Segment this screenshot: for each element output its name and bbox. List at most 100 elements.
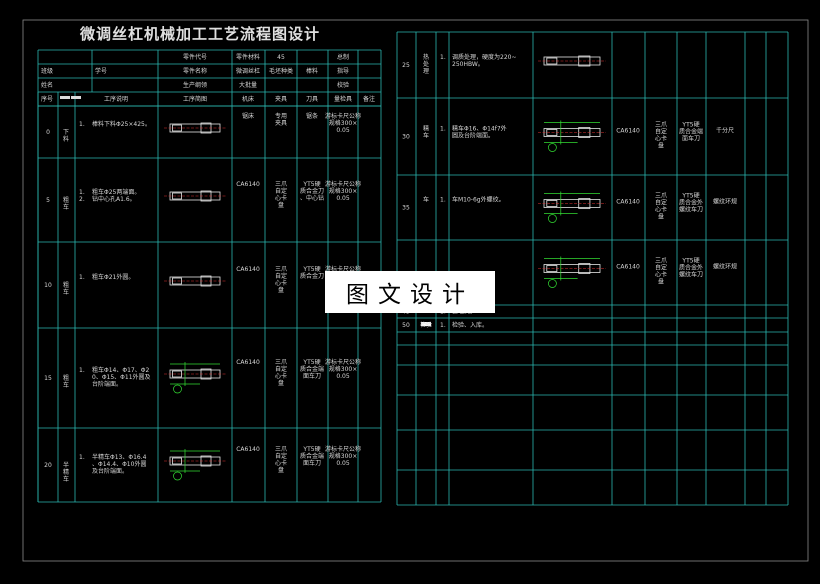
row-tool: 锯条: [306, 112, 318, 120]
row-step-no: 1.: [79, 367, 85, 374]
header-mark: [60, 96, 70, 99]
col-sketch-header: 工序简图: [183, 95, 207, 103]
row-step-no: 1.: [440, 197, 446, 204]
row-description: 粗车Φ21外圆。: [92, 273, 134, 281]
row-seq-no: 10: [44, 282, 52, 289]
row-seq-no: 0: [46, 129, 50, 136]
header-class-label: 班级: [41, 67, 53, 75]
process-sketch-left-4: [164, 449, 226, 481]
row-op-name: 粗车: [63, 281, 69, 296]
row-description: 粗车Φ25两端面。钻中心孔A1.6。: [92, 188, 140, 203]
process-sketch-left-2: [164, 275, 226, 287]
header-student-label: 学号: [95, 67, 107, 75]
table-grid: [37, 31, 789, 506]
row-fixture: 三爪自定心卡盘: [655, 122, 667, 150]
row-gauge: 游标卡尺公称规格300×0.05: [325, 180, 361, 202]
header-blank-type-label: 毛坯种类: [269, 67, 293, 75]
row-step-no: 1.2.: [79, 189, 85, 203]
row-gauge: 螺纹环规: [713, 198, 737, 206]
row-tool: YT5硬质合金端面车刀: [679, 122, 703, 143]
col-tool-header: 刀具: [306, 96, 318, 103]
header-part-code-label: 零件代号: [183, 53, 207, 61]
row-step-no: 1.: [440, 126, 446, 133]
row-op-name: 车: [423, 196, 429, 204]
header-volume-value: 大批量: [239, 81, 257, 89]
row-fixture: 三爪自定心卡盘: [275, 446, 287, 474]
row-op-name: 半精车: [63, 461, 69, 483]
row-gauge: 游标卡尺公称规格300×0.05: [325, 112, 361, 134]
row-op-name: 粗车: [63, 196, 69, 211]
row-gauge: 螺纹环规: [713, 263, 737, 271]
process-sketch-left-3: [164, 362, 226, 394]
header-material-value: 45: [277, 54, 285, 61]
row-gauge: 游标卡尺公称规格300×0.05: [325, 358, 361, 380]
row-machine: CA6140: [616, 199, 640, 206]
header-material-label: 零件材料: [236, 53, 260, 61]
row-machine: CA6140: [236, 181, 260, 188]
process-sketch-right-1: [538, 120, 606, 152]
row-fixture: 三爪自定心卡盘: [655, 193, 667, 221]
row-description: 检验、入库。: [452, 321, 488, 329]
header-volume-label: 生产纲领: [183, 81, 207, 89]
col-desc-header: 工序说明: [104, 95, 128, 103]
row-seq-no: 20: [44, 462, 52, 469]
row-op-name: 下料: [63, 129, 69, 143]
header-drawn-label: 总制: [337, 53, 349, 61]
row-description: 调质处理，硬度为220~250HBW。: [452, 53, 516, 68]
row-description: 半精车Φ13、Φ16.4、Φ14.4、Φ10外圆及台阶端面。: [92, 453, 147, 475]
col-seq-header: 序号: [41, 95, 53, 103]
row-tool: YT5硬质合金端面车刀: [300, 446, 324, 467]
col-machine-header: 机床: [242, 95, 254, 103]
process-sketch-right-0: [538, 55, 606, 67]
process-sketch-left-0: [164, 122, 226, 134]
row-seq-no: 35: [402, 205, 410, 212]
header-check-label: 校验: [337, 81, 349, 89]
row-tool: YT5硬质合金外螺纹车刀: [679, 193, 703, 214]
row-fixture: 专用夹具: [275, 112, 287, 127]
row-step-no: 1.: [79, 121, 85, 128]
page-title: 微调丝杠机械加工工艺流程图设计: [79, 25, 320, 43]
row-step-no: 1.: [79, 454, 85, 461]
col-gauge-header: 量检具: [334, 95, 352, 103]
row-op-name: 热处理: [423, 53, 429, 75]
row-machine: CA6140: [236, 359, 260, 366]
deburr-mark: [421, 322, 431, 326]
header-advisor-label: 指导: [337, 67, 349, 75]
row-op-name: 粗车: [63, 374, 69, 389]
header-blank-type-value: 棒料: [306, 67, 318, 75]
row-step-no: 1.: [440, 322, 446, 329]
row-seq-no: 15: [44, 375, 52, 382]
process-sketch-right-2: [538, 191, 606, 223]
row-machine: CA6140: [616, 264, 640, 271]
row-gauge: 千分尺: [716, 127, 734, 135]
watermark-label: 图文设计: [325, 271, 495, 313]
row-tool: YT5硬质合金外螺纹车刀: [679, 258, 703, 279]
process-sketches: [164, 55, 606, 481]
row-op-name: 精车: [423, 125, 429, 140]
col-remark-header: 备注: [363, 95, 375, 103]
row-description: 精车Φ16、Φ14f7外圆及台阶端面。: [452, 125, 507, 140]
row-tool: YT5硬质合金端面车刀: [300, 359, 324, 380]
row-seq-no: 50: [402, 322, 410, 329]
row-tool: YT5硬质合金刀、中心钻: [300, 181, 324, 202]
row-machine: CA6140: [616, 128, 640, 135]
process-sketch-left-1: [164, 190, 226, 202]
row-description: 棒料下料Φ25×425。: [92, 120, 151, 128]
header-mark: [71, 96, 81, 99]
header-part-name-label: 零件名称: [183, 67, 207, 75]
sheet-border: [22, 19, 809, 562]
row-fixture: 三爪自定心卡盘: [655, 258, 667, 286]
row-seq-no: 30: [402, 134, 410, 141]
row-fixture: 三爪自定心卡盘: [275, 266, 287, 294]
row-fixture: 三爪自定心卡盘: [275, 181, 287, 209]
row-seq-no: 25: [402, 62, 410, 69]
row-seq-no: 5: [46, 197, 50, 204]
row-gauge: 游标卡尺公称规格300×0.05: [325, 445, 361, 467]
row-op-name: 检验: [420, 321, 432, 329]
row-machine: 锯床: [242, 112, 254, 120]
process-sketch-right-3: [538, 256, 606, 288]
row-fixture: 三爪自定心卡盘: [275, 359, 287, 387]
